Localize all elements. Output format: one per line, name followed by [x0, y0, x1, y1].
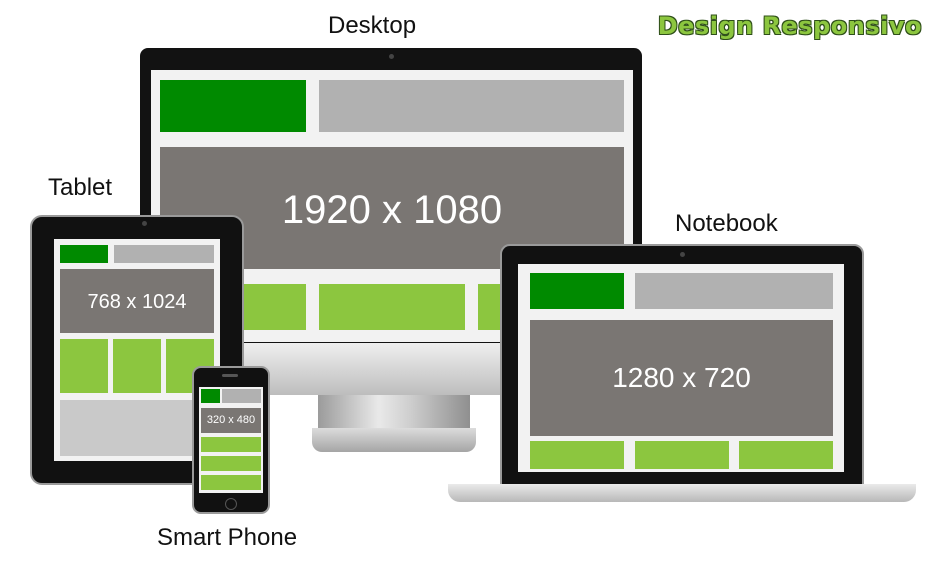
- desktop-stand-base: [312, 428, 476, 452]
- tablet-content-block: [60, 269, 214, 333]
- tablet-footer-block: [60, 400, 214, 456]
- tablet-header-nav-block: [114, 245, 214, 263]
- smartphone-home-button-icon: [225, 498, 237, 510]
- smartphone-header-nav-block: [222, 389, 261, 403]
- notebook-header-logo-block: [530, 273, 624, 309]
- notebook-label: Notebook: [675, 210, 778, 237]
- smartphone-resolution: 320 x 480: [206, 414, 256, 426]
- desktop-stand-neck: [318, 392, 470, 432]
- desktop-column-block: [319, 284, 465, 330]
- smartphone-row-block: [201, 437, 261, 452]
- smartphone-speaker-icon: [222, 374, 238, 377]
- notebook-header-nav-block: [635, 273, 833, 309]
- notebook-camera-icon: [680, 252, 685, 257]
- smartphone-device: 320 x 480: [192, 366, 270, 514]
- brand-title: Design Responsivo: [657, 12, 922, 40]
- tablet-resolution: 768 x 1024: [87, 291, 187, 313]
- desktop-camera-icon: [389, 54, 394, 59]
- notebook-screen: 1280 x 720: [518, 264, 844, 472]
- tablet-column-block: [60, 339, 108, 393]
- notebook-column-block: [739, 441, 833, 469]
- notebook-base: [448, 484, 916, 502]
- smartphone-content-block: [201, 408, 261, 433]
- tablet-label: Tablet: [48, 174, 113, 201]
- tablet-header-logo-block: [60, 245, 108, 263]
- tablet-camera-icon: [142, 221, 147, 226]
- desktop-label: Desktop: [328, 12, 417, 39]
- desktop-header-logo-block: [160, 80, 306, 132]
- desktop-header-nav-block: [319, 80, 624, 132]
- notebook-column-block: [635, 441, 729, 469]
- tablet-column-block: [113, 339, 161, 393]
- smartphone-row-block: [201, 475, 261, 490]
- smartphone-screen: 320 x 480: [199, 387, 263, 493]
- desktop-resolution: 1920 x 1080: [281, 188, 503, 232]
- smartphone-label: Smart Phone: [157, 524, 298, 551]
- tablet-screen: 768 x 1024: [54, 239, 220, 461]
- notebook-content-block: [530, 320, 833, 436]
- notebook-column-block: [530, 441, 624, 469]
- smartphone-header-logo-block: [201, 389, 220, 403]
- smartphone-row-block: [201, 456, 261, 471]
- notebook-resolution: 1280 x 720: [612, 362, 751, 393]
